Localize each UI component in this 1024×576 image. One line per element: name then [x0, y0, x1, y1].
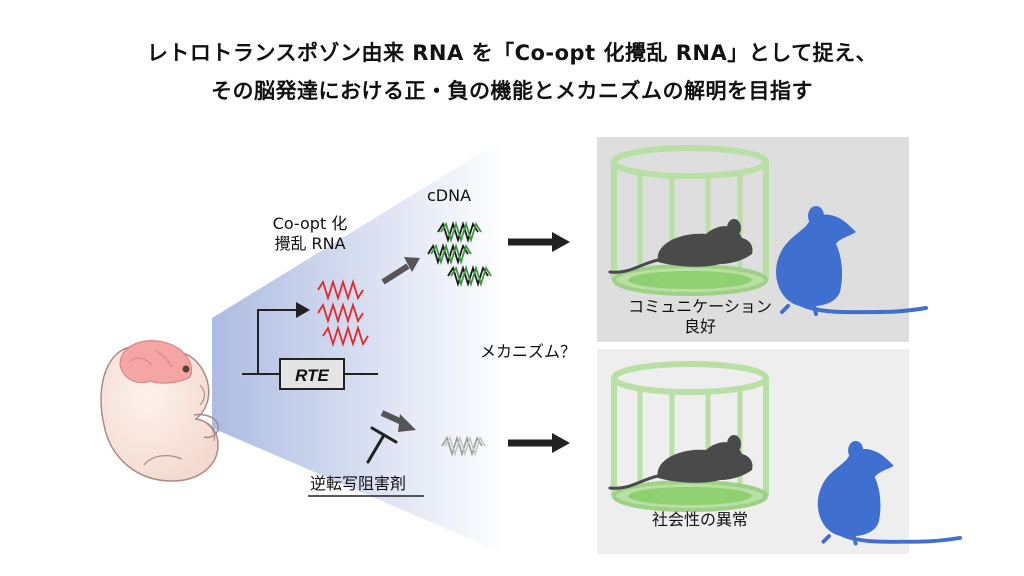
outcome-top-label: コミュニケーション 良好 — [600, 297, 800, 337]
arrow-icon — [508, 433, 570, 453]
projection-wedge — [212, 138, 505, 554]
arrow-icon — [380, 410, 416, 432]
arrow-icon — [381, 257, 420, 285]
outcome-bottom-label: 社会性の異常 — [651, 510, 748, 529]
rte-box — [279, 358, 345, 390]
rna-label-line-2: 攪乱 RNA — [274, 234, 346, 253]
rna-label-line-1: Co-opt 化 — [272, 214, 348, 233]
rna-label: Co-opt 化 攪乱 RNA — [250, 214, 370, 254]
cdna-waves — [427, 220, 492, 288]
title-line-2: その脳発達における正・負の機能とメカニズムの解明を目指す — [211, 79, 813, 103]
arrow-icon — [508, 232, 570, 252]
blocked-cdna-wave — [441, 435, 486, 457]
cage-icon — [614, 364, 766, 510]
embryo-icon — [100, 340, 220, 482]
cage-icon — [614, 148, 766, 294]
inhibitor-label: 逆転写阻害剤 — [310, 474, 407, 493]
mouse-icon — [608, 217, 755, 274]
mechanism-label: メカニズム？ — [480, 342, 577, 361]
inhibitor-icon — [366, 426, 398, 464]
rat-icon — [815, 439, 963, 546]
cdna-label: cDNA — [427, 186, 472, 205]
promoter-arrow-icon — [257, 309, 296, 374]
rna-waves — [317, 278, 369, 348]
promoter-arrow-head — [296, 302, 310, 318]
outcome-top-line-2: 良好 — [683, 317, 716, 336]
mouse-icon — [608, 433, 755, 490]
outcome-top-line-1: コミュニケーション — [628, 297, 772, 316]
rte-label: RTE — [295, 366, 329, 385]
title-line-1: レトロトランスポゾン由来 RNA を「Co-opt 化攪乱 RNA」として捉え、 — [146, 41, 878, 65]
